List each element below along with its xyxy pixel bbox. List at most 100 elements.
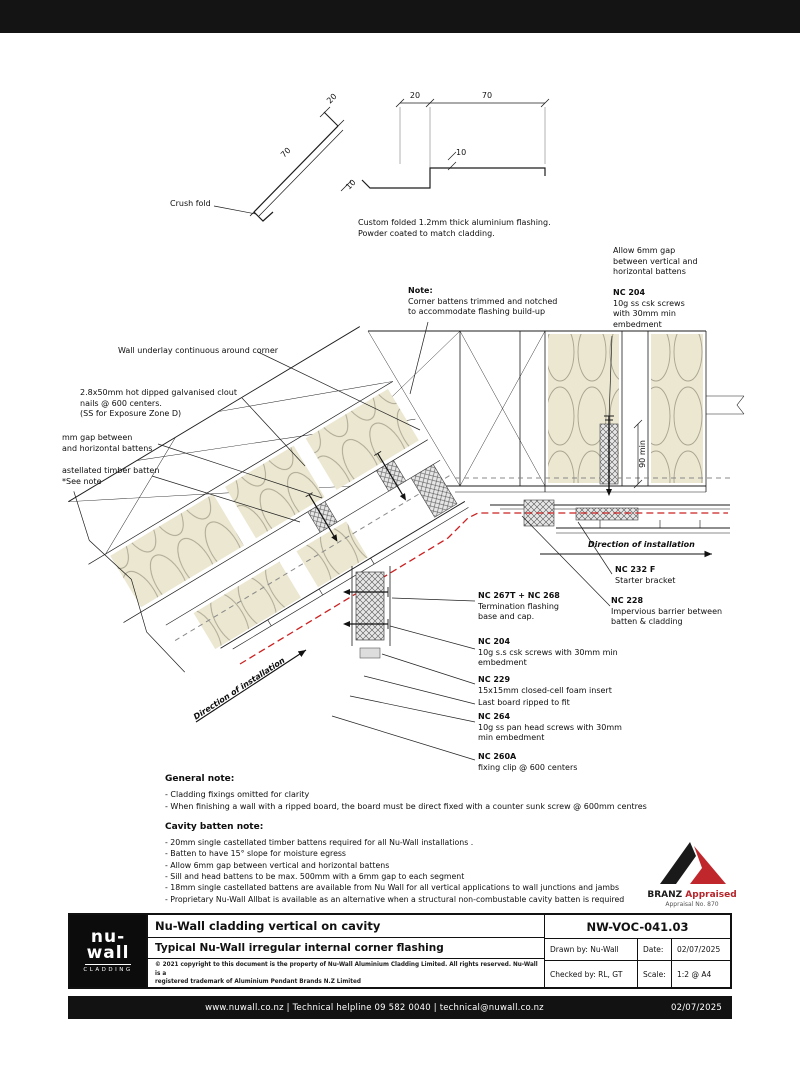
drawing-title-1: Nu-Wall cladding vertical on cavity <box>148 915 544 939</box>
allow-gap-line2: between vertical and <box>613 256 698 266</box>
scale-label: Scale: <box>637 961 671 987</box>
clout-nails-label: 2.8x50mm hot dipped galvanised clout nai… <box>80 388 237 420</box>
branz-logo-icon <box>660 842 726 884</box>
branz-appraised-mark: BRANZ Appraised Appraisal No. 870 <box>646 840 738 908</box>
dim-90-min: 90 min <box>638 440 647 468</box>
logo-line2: wall <box>86 943 130 963</box>
cavity-note-item: - Proprietary Nu-Wall Allbat is availabl… <box>165 894 625 904</box>
nc232f-label: NC 232 F Starter bracket <box>615 565 675 586</box>
nc264-line1: 10g ss pan head screws with 30mm <box>478 722 622 732</box>
profile-dimensions: 20 70 10 20 70 10 90 min <box>279 91 647 468</box>
general-note-item: - Cladding fixings omitted for clarity <box>165 790 310 800</box>
castellated-line2: *See note <box>62 476 102 486</box>
nc232f-code: NC 232 F <box>615 565 656 574</box>
nc267t-label: NC 267T + NC 268 Termination flashing ba… <box>478 591 560 623</box>
dim-20-horiz: 20 <box>410 91 420 100</box>
dim-70-horiz: 70 <box>482 91 492 100</box>
branz-appraised: Appraised <box>685 890 737 900</box>
nc264-code: NC 264 <box>478 712 511 721</box>
direction-arrows <box>195 550 712 723</box>
allow-gap-line1: Allow 6mm gap <box>613 246 676 255</box>
nc267t-line2: base and cap. <box>478 612 535 622</box>
wall-underlay-text: Wall underlay continuous around corner <box>118 346 279 355</box>
title-block-right: NW-VOC-041.03 Drawn by: Nu-Wall Date: 02… <box>544 915 730 987</box>
dim-70-diag: 70 <box>279 146 293 160</box>
profile-caption: Custom folded 1.2mm thick aluminium flas… <box>358 218 551 239</box>
corner-note-title: Note: <box>408 286 433 295</box>
last-board-text: Last board ripped to fit <box>478 698 570 707</box>
direction-right-label: Direction of installation <box>588 540 695 551</box>
nc229-label: NC 229 15x15mm closed-cell foam insert <box>478 675 612 696</box>
nc204-top-line2: with 30mm min <box>613 309 676 319</box>
nc204-mid-label: NC 204 10g s.s csk screws with 30mm min … <box>478 637 618 669</box>
nc204-top-line3: embedment <box>613 319 662 329</box>
crush-fold-text: Crush fold <box>170 199 211 208</box>
nc204-mid-line1: 10g s.s csk screws with 30mm min <box>478 647 618 657</box>
right-wall-cladding <box>490 499 730 534</box>
date-label: Date: <box>637 939 671 960</box>
nc204-top-label: NC 204 10g ss csk screws with 30mm min e… <box>613 288 685 330</box>
nc267t-code: NC 267T + NC 268 <box>478 591 560 600</box>
nc264-label: NC 264 10g ss pan head screws with 30mm … <box>478 712 622 744</box>
checked-by: Checked by: RL, GT <box>550 969 623 979</box>
nc228-label: NC 228 Impervious barrier between batten… <box>611 596 722 628</box>
profile-caption-line2: Powder coated to match cladding. <box>358 228 495 238</box>
nc204-top-line1: 10g ss csk screws <box>613 298 685 308</box>
leader-lines <box>151 321 613 761</box>
general-note-title: General note: <box>165 774 235 784</box>
title-block-middle: Nu-Wall cladding vertical on cavity Typi… <box>148 915 544 987</box>
allow-gap-line3: horizontal battens <box>613 267 686 277</box>
scale-value: 1:2 @ A4 <box>671 961 730 987</box>
branz-text: BRANZ Appraised <box>646 890 738 900</box>
logo-line1: nu- <box>90 926 126 947</box>
clout-nails-line2: nails @ 600 centers. <box>80 398 162 408</box>
dim-10-diag: 10 <box>344 178 358 192</box>
general-note-item: - When finishing a wall with a ripped bo… <box>165 801 647 811</box>
nc228-code: NC 228 <box>611 596 644 605</box>
drawn-by: Drawn by: Nu-Wall <box>550 945 619 954</box>
right-wall-framing <box>367 330 745 496</box>
logo-subtitle: CLADDING <box>83 967 133 974</box>
direction-right-text: Direction of installation <box>588 540 695 549</box>
flashing-profile-sketch <box>213 98 550 222</box>
allow-gap-label: Allow 6mm gap between vertical and horiz… <box>613 246 698 278</box>
drawing-number: NW-VOC-041.03 <box>545 915 730 939</box>
nc228-line2: batten & cladding <box>611 617 683 627</box>
cavity-note-item: - Allow 6mm gap between vertical and hor… <box>165 860 390 870</box>
footer-bar: www.nuwall.co.nz | Technical helpline 09… <box>68 996 732 1019</box>
branz-appraisal-number: Appraisal No. 870 <box>665 901 719 908</box>
corner-note-label: Note: Corner battens trimmed and notched… <box>408 286 557 318</box>
impervious-barrier-line <box>239 512 728 665</box>
nc260a-code: NC 260A <box>478 752 517 761</box>
corner-note-line2: to accommodate flashing build-up <box>408 307 546 317</box>
clout-nails-line1: 2.8x50mm hot dipped galvanised clout <box>80 388 237 397</box>
nc229-text: 15x15mm closed-cell foam insert <box>478 685 612 695</box>
nc204-top-code: NC 204 <box>613 288 646 297</box>
cavity-note-title: Cavity batten note: <box>165 822 264 832</box>
gap-left-line2: and horizontal battens <box>62 443 153 453</box>
termination-flashing-assembly <box>343 566 391 659</box>
nc204-mid-code: NC 204 <box>478 637 511 646</box>
nuwall-logo: nu- wall CLADDING <box>70 915 148 987</box>
nc264-line2: min embedment <box>478 733 545 743</box>
checked-scale-row: Checked by: RL, GT Scale: 1:2 @ A4 <box>545 961 730 987</box>
clout-nails-line3: (SS for Exposure Zone D) <box>80 409 182 419</box>
cavity-note-item: - Batten to have 15° slope for moisture … <box>165 849 346 859</box>
cavity-batten-note: Cavity batten note: - 20mm single castel… <box>165 821 730 905</box>
drawn-date-row: Drawn by: Nu-Wall Date: 02/07/2025 <box>545 939 730 961</box>
copyright-note: © 2021 copyright to this document is the… <box>148 959 544 987</box>
nc260a-text: fixing clip @ 600 centers <box>478 762 578 772</box>
diagonal-wall <box>68 326 469 673</box>
nc267t-line1: Termination flashing <box>478 601 560 611</box>
corner-note-line1: Corner battens trimmed and notched <box>408 296 558 306</box>
cavity-note-item: - 20mm single castellated timber battens… <box>165 838 474 848</box>
castellated-batten-label: astellated timber batten *See note <box>62 466 159 487</box>
nc229-code: NC 229 <box>478 675 511 684</box>
gap-left-label: mm gap between and horizontal battens <box>62 433 152 454</box>
copyright-line2: registered trademark of Aluminium Pendan… <box>155 979 361 986</box>
castellated-line1: astellated timber batten <box>62 466 160 475</box>
cavity-note-item: - Sill and head battens to be max. 500mm… <box>165 871 465 881</box>
footer-date: 02/07/2025 <box>671 1002 722 1013</box>
top-border-bar <box>0 0 800 33</box>
